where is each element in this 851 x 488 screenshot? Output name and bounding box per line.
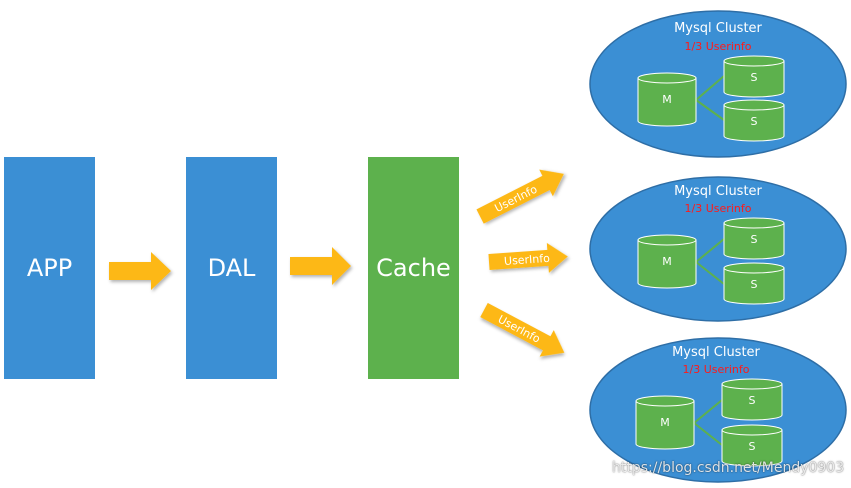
slave-label: S <box>751 233 758 246</box>
slave-label: S <box>751 115 758 128</box>
slave-db-icon: S <box>723 262 785 305</box>
cluster-subtitle-1: 1/3 Userinfo <box>685 40 752 53</box>
arrow-cache-cluster-2: UserInfo <box>488 242 568 273</box>
cluster-title-2: Mysql Cluster <box>674 184 762 199</box>
watermark-text: https://blog.csdn.net/Mendy0903 <box>612 460 845 476</box>
slave-db-icon: S <box>723 217 785 260</box>
master-label: M <box>662 255 672 268</box>
arrow-cache-cluster-1: UserInfo <box>476 169 564 224</box>
slave-db-icon: S <box>723 99 785 142</box>
arrow-cache-cluster-3: UserInfo <box>480 302 565 357</box>
slave-db-icon: S <box>723 55 785 98</box>
master-db-icon: M <box>637 72 697 127</box>
slave-db-icon: S <box>721 378 783 421</box>
app-label: APP <box>26 254 73 282</box>
slave-label: S <box>751 71 758 84</box>
master-db-icon: M <box>635 395 695 450</box>
mysql-cluster-3: Mysql Cluster 1/3 Userinfo M S S <box>589 337 847 483</box>
dal-label: DAL <box>207 254 256 282</box>
slave-label: S <box>749 440 756 453</box>
cluster-title-3: Mysql Cluster <box>672 345 760 360</box>
cache-label: Cache <box>376 254 451 282</box>
cache-box: Cache <box>368 157 459 379</box>
arrow-app-dal <box>109 252 171 290</box>
master-db-icon: M <box>637 234 697 289</box>
cluster-subtitle-3: 1/3 Userinfo <box>683 363 750 376</box>
arrow-label-2: UserInfo <box>504 252 551 268</box>
master-label: M <box>660 416 670 429</box>
app-box: APP <box>4 157 95 379</box>
arrow-dal-cache <box>290 247 351 285</box>
slave-label: S <box>751 278 758 291</box>
mysql-cluster-1: Mysql Cluster 1/3 Userinfo M S S <box>589 10 847 158</box>
cluster-subtitle-2: 1/3 Userinfo <box>685 202 752 215</box>
dal-box: DAL <box>186 157 277 379</box>
mysql-cluster-2: Mysql Cluster 1/3 Userinfo M S S <box>589 176 847 322</box>
cluster-title-1: Mysql Cluster <box>674 21 762 36</box>
master-label: M <box>662 93 672 106</box>
slave-db-icon: S <box>721 424 783 467</box>
slave-label: S <box>749 394 756 407</box>
